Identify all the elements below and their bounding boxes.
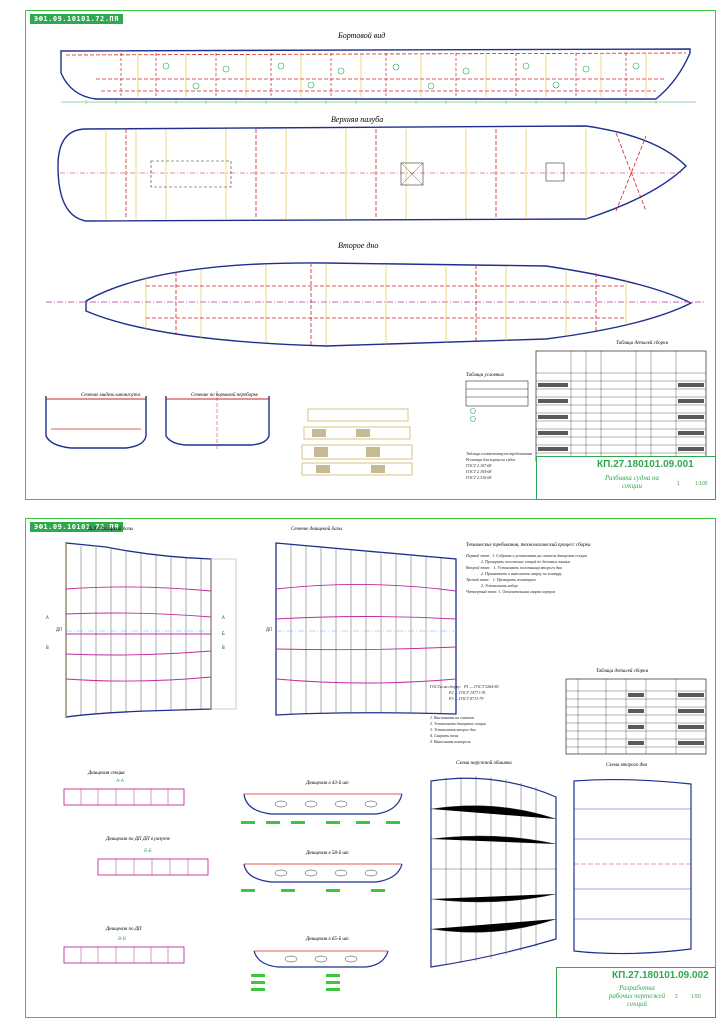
section-right-caption: Сечение по кормовой переборке xyxy=(191,393,259,398)
expansion-1-caption: Схема наружной обшивки xyxy=(456,761,512,766)
section-bb-title: Б-Б xyxy=(144,849,152,854)
deck-view-title: Сечение днищевой базы xyxy=(291,527,342,532)
drawing-name: Разработка рабочих чертежей секций xyxy=(608,984,666,1008)
section-left-caption: Сечение мидель-шпангоута xyxy=(81,393,141,398)
sheet-frame-label: ЭФ1.09.10101.72.ПЯ xyxy=(30,14,123,24)
section-bb-caption: Днищевая по ДП ДП в разрезе xyxy=(106,837,171,842)
drawing-name: Разбивка судна на секции xyxy=(604,474,660,490)
section-s1-caption: Днищевая в 43-й шп xyxy=(306,781,349,786)
drawing-code: КП.27.180101.09.001 xyxy=(597,459,694,470)
legend-title: Таблица условных xyxy=(466,373,504,378)
title-block-1: КП.27.180101.09.001 Разбивка судна на се… xyxy=(536,456,716,500)
drawing-scale: 1:100 xyxy=(695,481,708,487)
section-s3-caption: Днищевая в 65-й шп xyxy=(306,937,349,942)
expansion-2-caption: Схема второго дна xyxy=(606,763,648,768)
hull-drawings-sheet-1 xyxy=(45,48,707,476)
drawing-sheet-1: ЭФ1.09.10101.72.ПЯ Бортовой вид Верхняя … xyxy=(25,10,716,500)
title-block-2: КП.27.180101.09.002 Разработка рабочих ч… xyxy=(556,967,716,1018)
second-bottom-title: Второе дно xyxy=(338,241,379,250)
hull-drawings-sheet-2 xyxy=(63,542,707,991)
drawing-sheet-2: ЭФ1.09.10101.72.ПЯ Вид с днищевой базы С… xyxy=(25,518,716,1018)
upper-deck-title: Верхняя палуба xyxy=(331,115,384,124)
sheet-number: 2 xyxy=(675,994,678,1000)
section-vv-caption: Днищевая по ДП xyxy=(106,927,142,932)
section-aa-caption: Днищевая секция xyxy=(88,771,125,776)
label-v-right: В xyxy=(222,645,225,650)
parts-table-title: Таблица деталей сборки xyxy=(616,341,669,346)
section-vv-title: В-В xyxy=(118,937,126,942)
label-b-right: Б xyxy=(222,631,225,636)
section-s2-caption: Днищевая в 58-й шп xyxy=(306,851,349,856)
requirements-text: Первый этап: 1. Собрать и установить на … xyxy=(466,553,587,594)
assembly-steps: 1. Выставить на стапель 2. Установить дн… xyxy=(430,715,487,744)
label-a-left: А xyxy=(46,615,49,620)
drawing-code: КП.27.180101.09.002 xyxy=(612,970,709,981)
label-a-right: А xyxy=(222,615,225,620)
section-aa-title: А-А xyxy=(116,779,124,784)
label-v-left: В xyxy=(46,645,49,650)
sheet1-notes: Таблица соответствует требованиям Регист… xyxy=(466,451,533,480)
gost-lines: ГОСТы на сборку: Р1 — ГОСТ 5264-80 Р2 — … xyxy=(430,684,499,701)
parts-table-title-2: Таблица деталей сборки xyxy=(596,669,649,674)
sheet-frame-label: ЭФ1.09.10101.72.ПЯ xyxy=(30,522,123,532)
side-view-title: Бортовой вид xyxy=(338,31,386,40)
drawing-scale: 1:50 xyxy=(691,994,701,1000)
requirements-title: Технические требования, технологический … xyxy=(466,543,591,548)
bottom-view-title: Вид с днищевой базы xyxy=(88,527,134,532)
label-dp-1: ДП xyxy=(56,627,63,632)
sheet-number: 1 xyxy=(677,481,680,487)
label-dp-2: ДП xyxy=(266,627,273,632)
